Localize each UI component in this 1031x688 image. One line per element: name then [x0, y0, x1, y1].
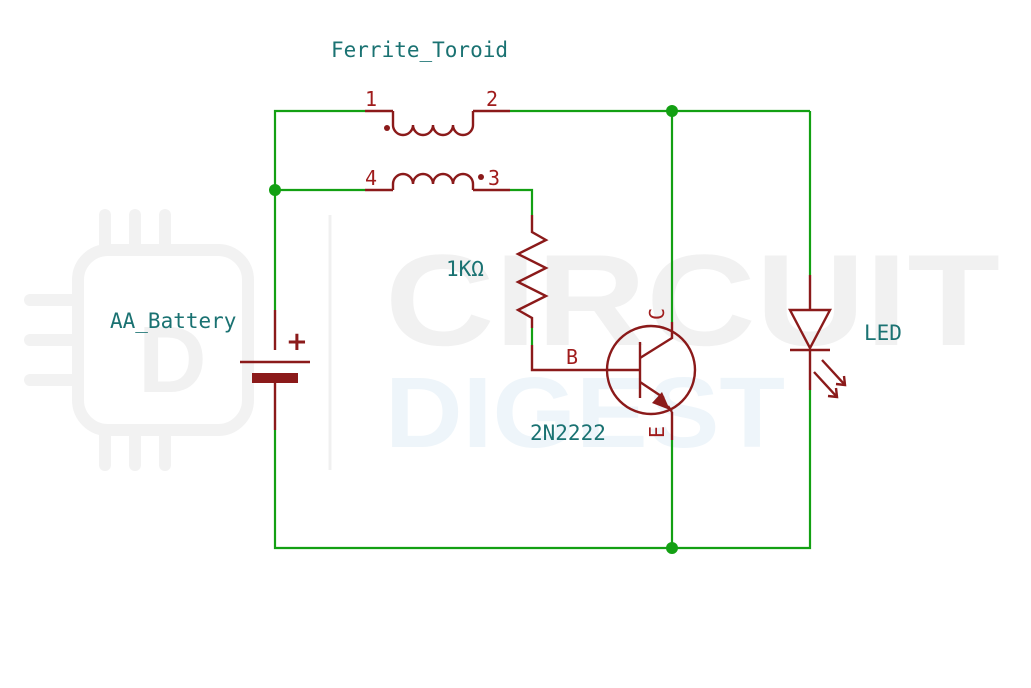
- toroid-pin-3: 3: [488, 166, 500, 190]
- wires: [269, 105, 812, 554]
- toroid-pin-2: 2: [486, 87, 498, 111]
- transistor: B C E 2N2222: [530, 308, 697, 445]
- toroid-label: Ferrite_Toroid: [331, 38, 508, 62]
- transistor-body: [605, 324, 697, 416]
- transistor-pin-base: B: [566, 345, 578, 369]
- resistor: 1KΩ: [446, 215, 549, 328]
- watermark-logo-letter: D: [138, 307, 207, 413]
- transistor-collector: [639, 322, 674, 360]
- watermark-text-line2: DIGEST: [385, 357, 785, 469]
- toroid-bottom-dot: [478, 174, 484, 180]
- resistor-zigzag: [515, 215, 549, 328]
- battery-polarity: +: [286, 327, 308, 357]
- junction-left: [269, 184, 281, 196]
- battery-plate-negative: [252, 373, 298, 383]
- battery-label: AA_Battery: [110, 309, 236, 333]
- ferrite-toroid: Ferrite_Toroid 1 2 4 3: [331, 38, 510, 192]
- watermark: D CIRCUIT DIGEST: [24, 209, 1000, 471]
- transistor-pin-collector: C: [645, 308, 669, 320]
- transistor-base-lead: [530, 345, 640, 372]
- toroid-pin-4: 4: [365, 166, 377, 190]
- watermark-text-line1: CIRCUIT: [385, 227, 1000, 373]
- wire-top: [273, 109, 365, 310]
- toroid-pin-1: 1: [365, 87, 377, 111]
- transistor-emitter-link: [667, 405, 673, 413]
- led-triangle: [788, 308, 832, 351]
- wire-toroid3-to-resistor: [510, 188, 534, 215]
- wire-bottom: [273, 390, 812, 550]
- transistor-label: 2N2222: [530, 421, 606, 445]
- resistor-label: 1KΩ: [446, 257, 484, 281]
- toroid-top-dot: [384, 125, 390, 131]
- transistor-emitter-arrow: [652, 392, 670, 410]
- battery: + AA_Battery: [110, 309, 310, 430]
- transistor-pin-emitter: E: [645, 426, 669, 438]
- led-light-arrows: [813, 359, 847, 399]
- junction-top-right: [666, 105, 678, 117]
- led-label: LED: [864, 321, 902, 345]
- junction-bottom: [666, 542, 678, 554]
- led: LED: [788, 275, 902, 399]
- toroid-bottom-coil: [391, 172, 475, 190]
- toroid-top-coil: [391, 111, 475, 137]
- watermark-logo: [24, 209, 254, 471]
